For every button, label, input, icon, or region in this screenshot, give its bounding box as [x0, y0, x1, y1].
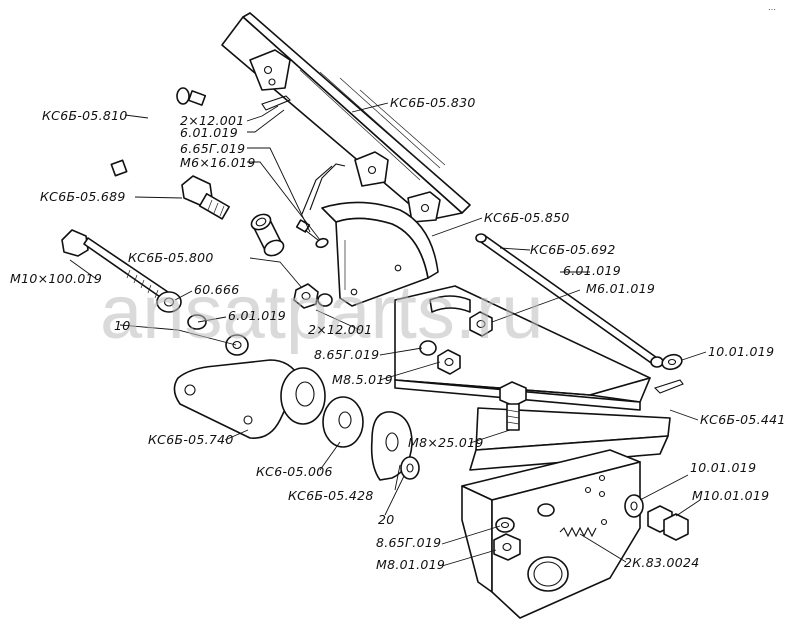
- label-kc6b-05-428: КС6Б-05.428: [288, 488, 374, 503]
- label-6-01-019-mid: 6.01.019: [228, 308, 286, 323]
- spring: [559, 526, 597, 538]
- label-20: 20: [378, 512, 395, 527]
- label-kc6b-05-850: КС6Б-05.850: [484, 210, 570, 225]
- lower-nut-set: [493, 517, 521, 561]
- label-8-65g-019-low: 8.65Г.019: [376, 535, 441, 550]
- bolt-m8x25: [499, 381, 527, 431]
- washer-kc6-006: [322, 396, 364, 448]
- right-nut-set: [624, 494, 689, 541]
- lever-clip: [301, 163, 346, 215]
- cotter-pin-top: [261, 95, 291, 111]
- label-m6-01-019: М6.01.019: [586, 281, 655, 296]
- pivot-rod: [475, 233, 664, 368]
- leader-lines: [69, 102, 707, 567]
- label-kc6b-05-830: КС6Б-05.830: [390, 95, 476, 110]
- screw-m6: [295, 219, 329, 249]
- nut-bracket: [293, 283, 333, 309]
- label-kc6b-05-740: КС6Б-05.740: [148, 432, 234, 447]
- label-2k-83-0024: 2К.83.0024: [624, 555, 700, 570]
- lever-arm: [173, 359, 326, 439]
- corner-mark: …: [768, 3, 776, 12]
- label-10-01-019-right: 10.01.019: [708, 344, 774, 359]
- label-kc6b-05-800: КС6Б-05.800: [128, 250, 214, 265]
- label-m8-01-019: М8.01.019: [376, 557, 445, 572]
- label-2x12-001-top: 2×12.001: [180, 113, 245, 128]
- label-10-01-019-lower: 10.01.019: [690, 460, 756, 475]
- label-m6x16-019: М6×16.019: [180, 155, 256, 170]
- label-10: 10: [114, 318, 131, 333]
- label-kc6b-05-441: КС6Б-05.441: [700, 412, 786, 427]
- label-m8-5-019: М8.5.019: [332, 372, 393, 387]
- pedal-plate: [221, 12, 471, 223]
- label-6-01-019-right: 6.01.019: [563, 263, 621, 278]
- label-kc6b-05-689: КС6Б-05.689: [40, 189, 126, 204]
- label-m10-01-019: М10.01.019: [692, 488, 769, 503]
- adjusting-bolt: [181, 175, 230, 220]
- bushing: [250, 213, 285, 257]
- label-m8x25-019: М8×25.019: [408, 435, 484, 450]
- label-60-666: 60.666: [194, 282, 240, 297]
- watermark-text: ansatparts.ru: [100, 270, 544, 355]
- label-m10x100-019: М10×100.019: [10, 271, 102, 286]
- washer-set-left: [156, 291, 249, 356]
- label-kc6b-05-692: КС6Б-05.692: [530, 242, 616, 257]
- label-6-01-019-top: 6.01.019: [180, 125, 238, 140]
- right-washer-set: [653, 353, 684, 394]
- label-2x12-001-mid: 2×12.001: [308, 322, 373, 337]
- bent-rod: [110, 86, 207, 182]
- label-kc6-05-006: КС6-05.006: [256, 464, 333, 479]
- nut-mid-set: [419, 311, 493, 375]
- lower-bracket: [461, 449, 641, 619]
- label-8-65g-019-mid: 8.65Г.019: [314, 347, 379, 362]
- label-6-65g-019-top: 6.65Г.019: [180, 141, 245, 156]
- label-kc6b-05-810: КС6Б-05.810: [42, 108, 128, 123]
- washer-20: [400, 456, 420, 480]
- curved-bracket: [321, 201, 439, 307]
